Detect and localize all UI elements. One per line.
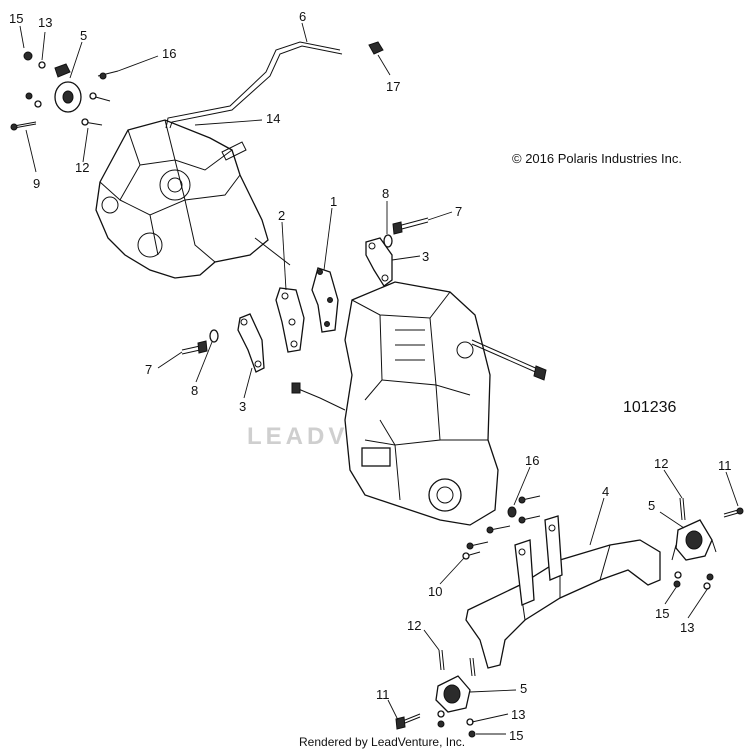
engine bbox=[291, 281, 547, 526]
callout-16-top: 16 bbox=[162, 46, 176, 61]
callout-3-left: 3 bbox=[239, 399, 246, 414]
mount-bottom bbox=[395, 649, 476, 738]
callout-16-mid: 16 bbox=[525, 453, 539, 468]
callout-5-top: 5 bbox=[80, 28, 87, 43]
callout-11-right: 11 bbox=[718, 458, 732, 473]
callout-12-bottom: 12 bbox=[407, 618, 421, 633]
callout-4: 4 bbox=[602, 484, 609, 499]
callout-10: 10 bbox=[428, 584, 442, 599]
callout-13-top: 13 bbox=[38, 15, 52, 30]
bracket-1 bbox=[311, 267, 339, 333]
callout-7-left: 7 bbox=[145, 362, 152, 377]
copyright-text: © 2016 Polaris Industries Inc. bbox=[512, 151, 682, 166]
diagram-number: 101236 bbox=[623, 399, 676, 416]
callout-13-bottom: 13 bbox=[511, 707, 525, 722]
callout-5-right: 5 bbox=[648, 498, 655, 513]
callout-12-left: 12 bbox=[75, 160, 89, 175]
vent-hose bbox=[165, 41, 343, 129]
callout-5-bottom: 5 bbox=[520, 681, 527, 696]
clip-17 bbox=[368, 41, 384, 55]
callout-7-right: 7 bbox=[455, 204, 462, 219]
callout-2: 2 bbox=[278, 208, 285, 223]
callout-14: 14 bbox=[266, 111, 280, 126]
mount-hardware-top bbox=[10, 51, 119, 131]
callout-11-bottom: 11 bbox=[376, 687, 390, 702]
callout-15-top: 15 bbox=[9, 11, 23, 26]
callout-3-right: 3 bbox=[422, 249, 429, 264]
callout-6: 6 bbox=[299, 9, 306, 24]
mount-hardware-mid bbox=[462, 495, 541, 560]
bracket-3-left bbox=[237, 313, 265, 373]
leader-lines bbox=[19, 22, 739, 735]
footer-credit: Rendered by LeadVenture, Inc. bbox=[299, 735, 465, 749]
bracket-3-right bbox=[365, 237, 393, 287]
callouts: 15 13 5 16 6 17 14 9 12 8 7 2 1 3 7 8 3 … bbox=[9, 9, 732, 743]
callout-13-right: 13 bbox=[680, 620, 694, 635]
callout-15-right: 15 bbox=[655, 606, 669, 621]
callout-8-right: 8 bbox=[382, 186, 389, 201]
callout-17: 17 bbox=[386, 79, 400, 94]
callout-8-left: 8 bbox=[191, 383, 198, 398]
callout-1: 1 bbox=[330, 194, 337, 209]
mount-right bbox=[671, 497, 744, 590]
transmission bbox=[95, 119, 291, 279]
callout-9: 9 bbox=[33, 176, 40, 191]
callout-15-bottom: 15 bbox=[509, 728, 523, 743]
engine-mount-bracket bbox=[465, 515, 661, 669]
callout-12-right: 12 bbox=[654, 456, 668, 471]
